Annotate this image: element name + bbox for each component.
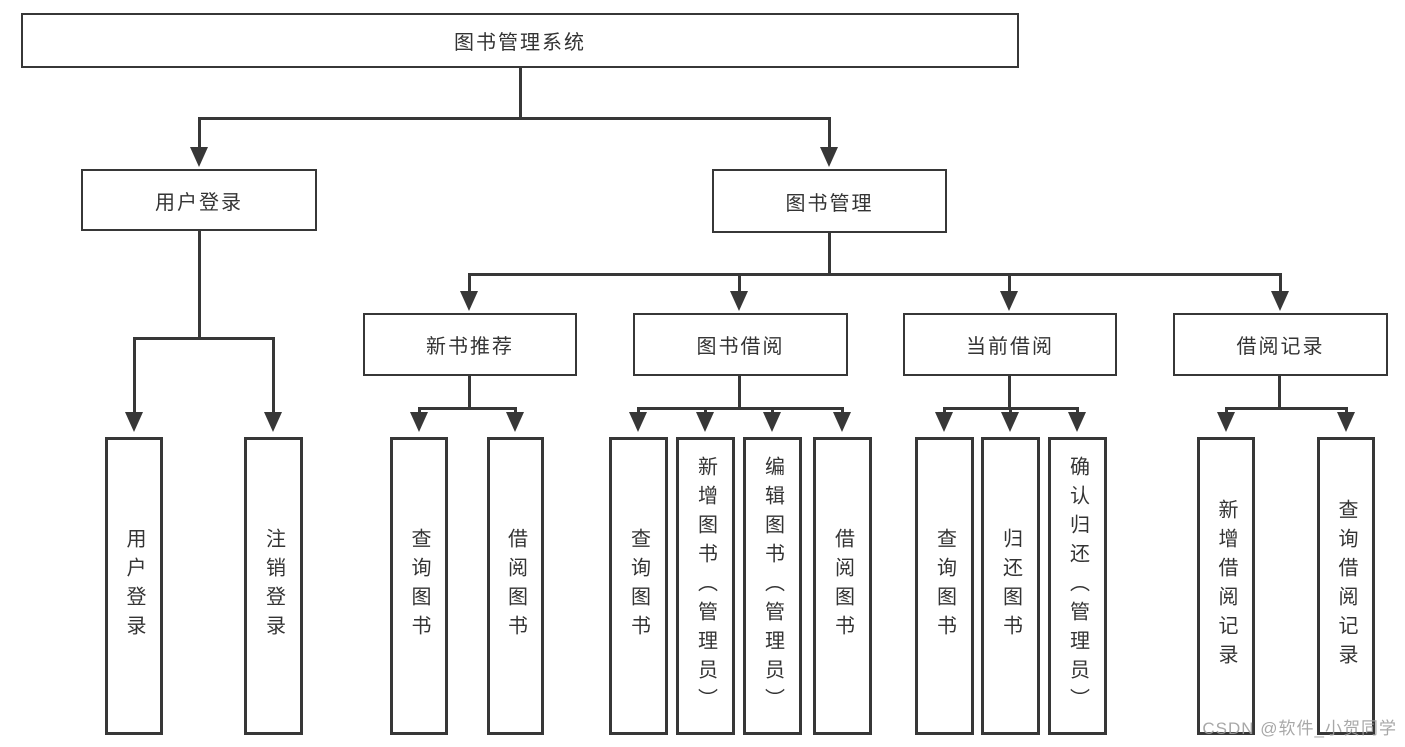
- node-label: 用户登录: [123, 528, 145, 644]
- leaf-query-books-borrowing: 查询图书: [609, 437, 668, 735]
- connector-book-borrowing-stem: [738, 376, 741, 409]
- leaf-edit-books-admin: 编辑图书（管理员）: [743, 437, 802, 735]
- leaf-add-books-admin: 新增图书（管理员）: [676, 437, 735, 735]
- arrow-down-icon: [125, 412, 143, 432]
- node-label: 注销登录: [262, 528, 285, 644]
- arrow-down-icon: [264, 412, 282, 432]
- connector-to-leaf-logout: [272, 337, 275, 417]
- node-label: 归还图书: [999, 528, 1022, 644]
- arrow-down-icon: [1217, 412, 1235, 432]
- arrow-down-icon: [1337, 412, 1355, 432]
- node-label: 编辑图书（管理员）: [761, 455, 784, 717]
- connector-root-to-user-login: [198, 117, 201, 151]
- node-current-borrowing: 当前借阅: [903, 313, 1117, 376]
- connector-user-login-stem: [198, 231, 201, 339]
- arrow-down-icon: [730, 291, 748, 311]
- node-label: 当前借阅: [966, 336, 1054, 358]
- connector-root-to-book-management: [828, 117, 831, 151]
- node-label: 借阅图书: [831, 528, 854, 644]
- connector-current-borrowing-stem: [1008, 376, 1011, 409]
- node-label: 查询图书: [408, 528, 430, 644]
- arrow-down-icon: [460, 291, 478, 311]
- leaf-query-books-recommend: 查询图书: [390, 437, 448, 735]
- node-label: 借阅记录: [1236, 336, 1325, 358]
- connector-new-book-recommend-stem: [468, 376, 471, 409]
- arrow-down-icon: [696, 412, 714, 432]
- connector-book-management-branch: [468, 273, 1282, 276]
- arrow-down-icon: [506, 412, 524, 432]
- arrow-down-icon: [1001, 412, 1019, 432]
- leaf-query-books-current: 查询图书: [915, 437, 974, 735]
- leaf-user-login: 用户登录: [105, 437, 163, 735]
- arrow-down-icon: [1000, 291, 1018, 311]
- leaf-query-borrow-record: 查询借阅记录: [1317, 437, 1375, 735]
- arrow-down-icon: [1068, 412, 1086, 432]
- arrow-down-icon: [190, 147, 208, 167]
- connector-borrowing-records-stem: [1278, 376, 1281, 409]
- connector-to-new-book-recommend: [468, 273, 471, 295]
- leaf-logout: 注销登录: [244, 437, 303, 735]
- node-borrowing-records: 借阅记录: [1173, 313, 1388, 376]
- node-label: 查询图书: [933, 528, 956, 644]
- node-label: 查询借阅记录: [1335, 499, 1357, 673]
- leaf-return-books: 归还图书: [981, 437, 1040, 735]
- node-label: 新增借阅记录: [1215, 499, 1237, 673]
- leaf-borrow-books-recommend: 借阅图书: [487, 437, 544, 735]
- node-book-borrowing: 图书借阅: [633, 313, 848, 376]
- arrow-down-icon: [410, 412, 428, 432]
- node-label: 图书管理: [785, 192, 874, 215]
- node-library-management-system: 图书管理系统: [21, 13, 1019, 68]
- leaf-add-borrow-record: 新增借阅记录: [1197, 437, 1255, 735]
- node-label: 用户登录: [155, 191, 243, 214]
- leaf-borrow-books: 借阅图书: [813, 437, 872, 735]
- connector-to-book-borrowing: [738, 273, 741, 295]
- connector-to-borrowing-records: [1279, 273, 1282, 295]
- connector-to-current-borrowing: [1008, 273, 1011, 295]
- node-book-management: 图书管理: [712, 169, 947, 233]
- leaf-confirm-return-admin: 确认归还（管理员）: [1048, 437, 1107, 735]
- arrow-down-icon: [1271, 291, 1289, 311]
- node-label: 借阅图书: [504, 528, 527, 644]
- connector-root-branch: [198, 117, 831, 120]
- node-label: 图书借阅: [696, 336, 785, 358]
- arrow-down-icon: [833, 412, 851, 432]
- connector-new-book-recommend-branch: [418, 407, 516, 410]
- arrow-down-icon: [763, 412, 781, 432]
- connector-book-management-stem: [828, 233, 831, 275]
- node-label: 新书推荐: [426, 336, 514, 358]
- node-label: 确认归还（管理员）: [1066, 455, 1089, 717]
- node-new-book-recommend: 新书推荐: [363, 313, 577, 376]
- arrow-down-icon: [820, 147, 838, 167]
- node-user-login: 用户登录: [81, 169, 317, 231]
- connector-book-borrowing-branch: [637, 407, 844, 410]
- node-label: 图书管理系统: [454, 32, 586, 54]
- connector-root-stem: [519, 68, 522, 119]
- node-label: 查询图书: [627, 528, 650, 644]
- arrow-down-icon: [935, 412, 953, 432]
- arrow-down-icon: [629, 412, 647, 432]
- connector-user-login-branch: [133, 337, 275, 340]
- connector-borrowing-records-branch: [1225, 407, 1348, 410]
- connector-to-leaf-user-login: [133, 337, 136, 417]
- csdn-watermark: CSDN @软件_小贺同学: [1202, 719, 1397, 738]
- node-label: 新增图书（管理员）: [694, 455, 717, 717]
